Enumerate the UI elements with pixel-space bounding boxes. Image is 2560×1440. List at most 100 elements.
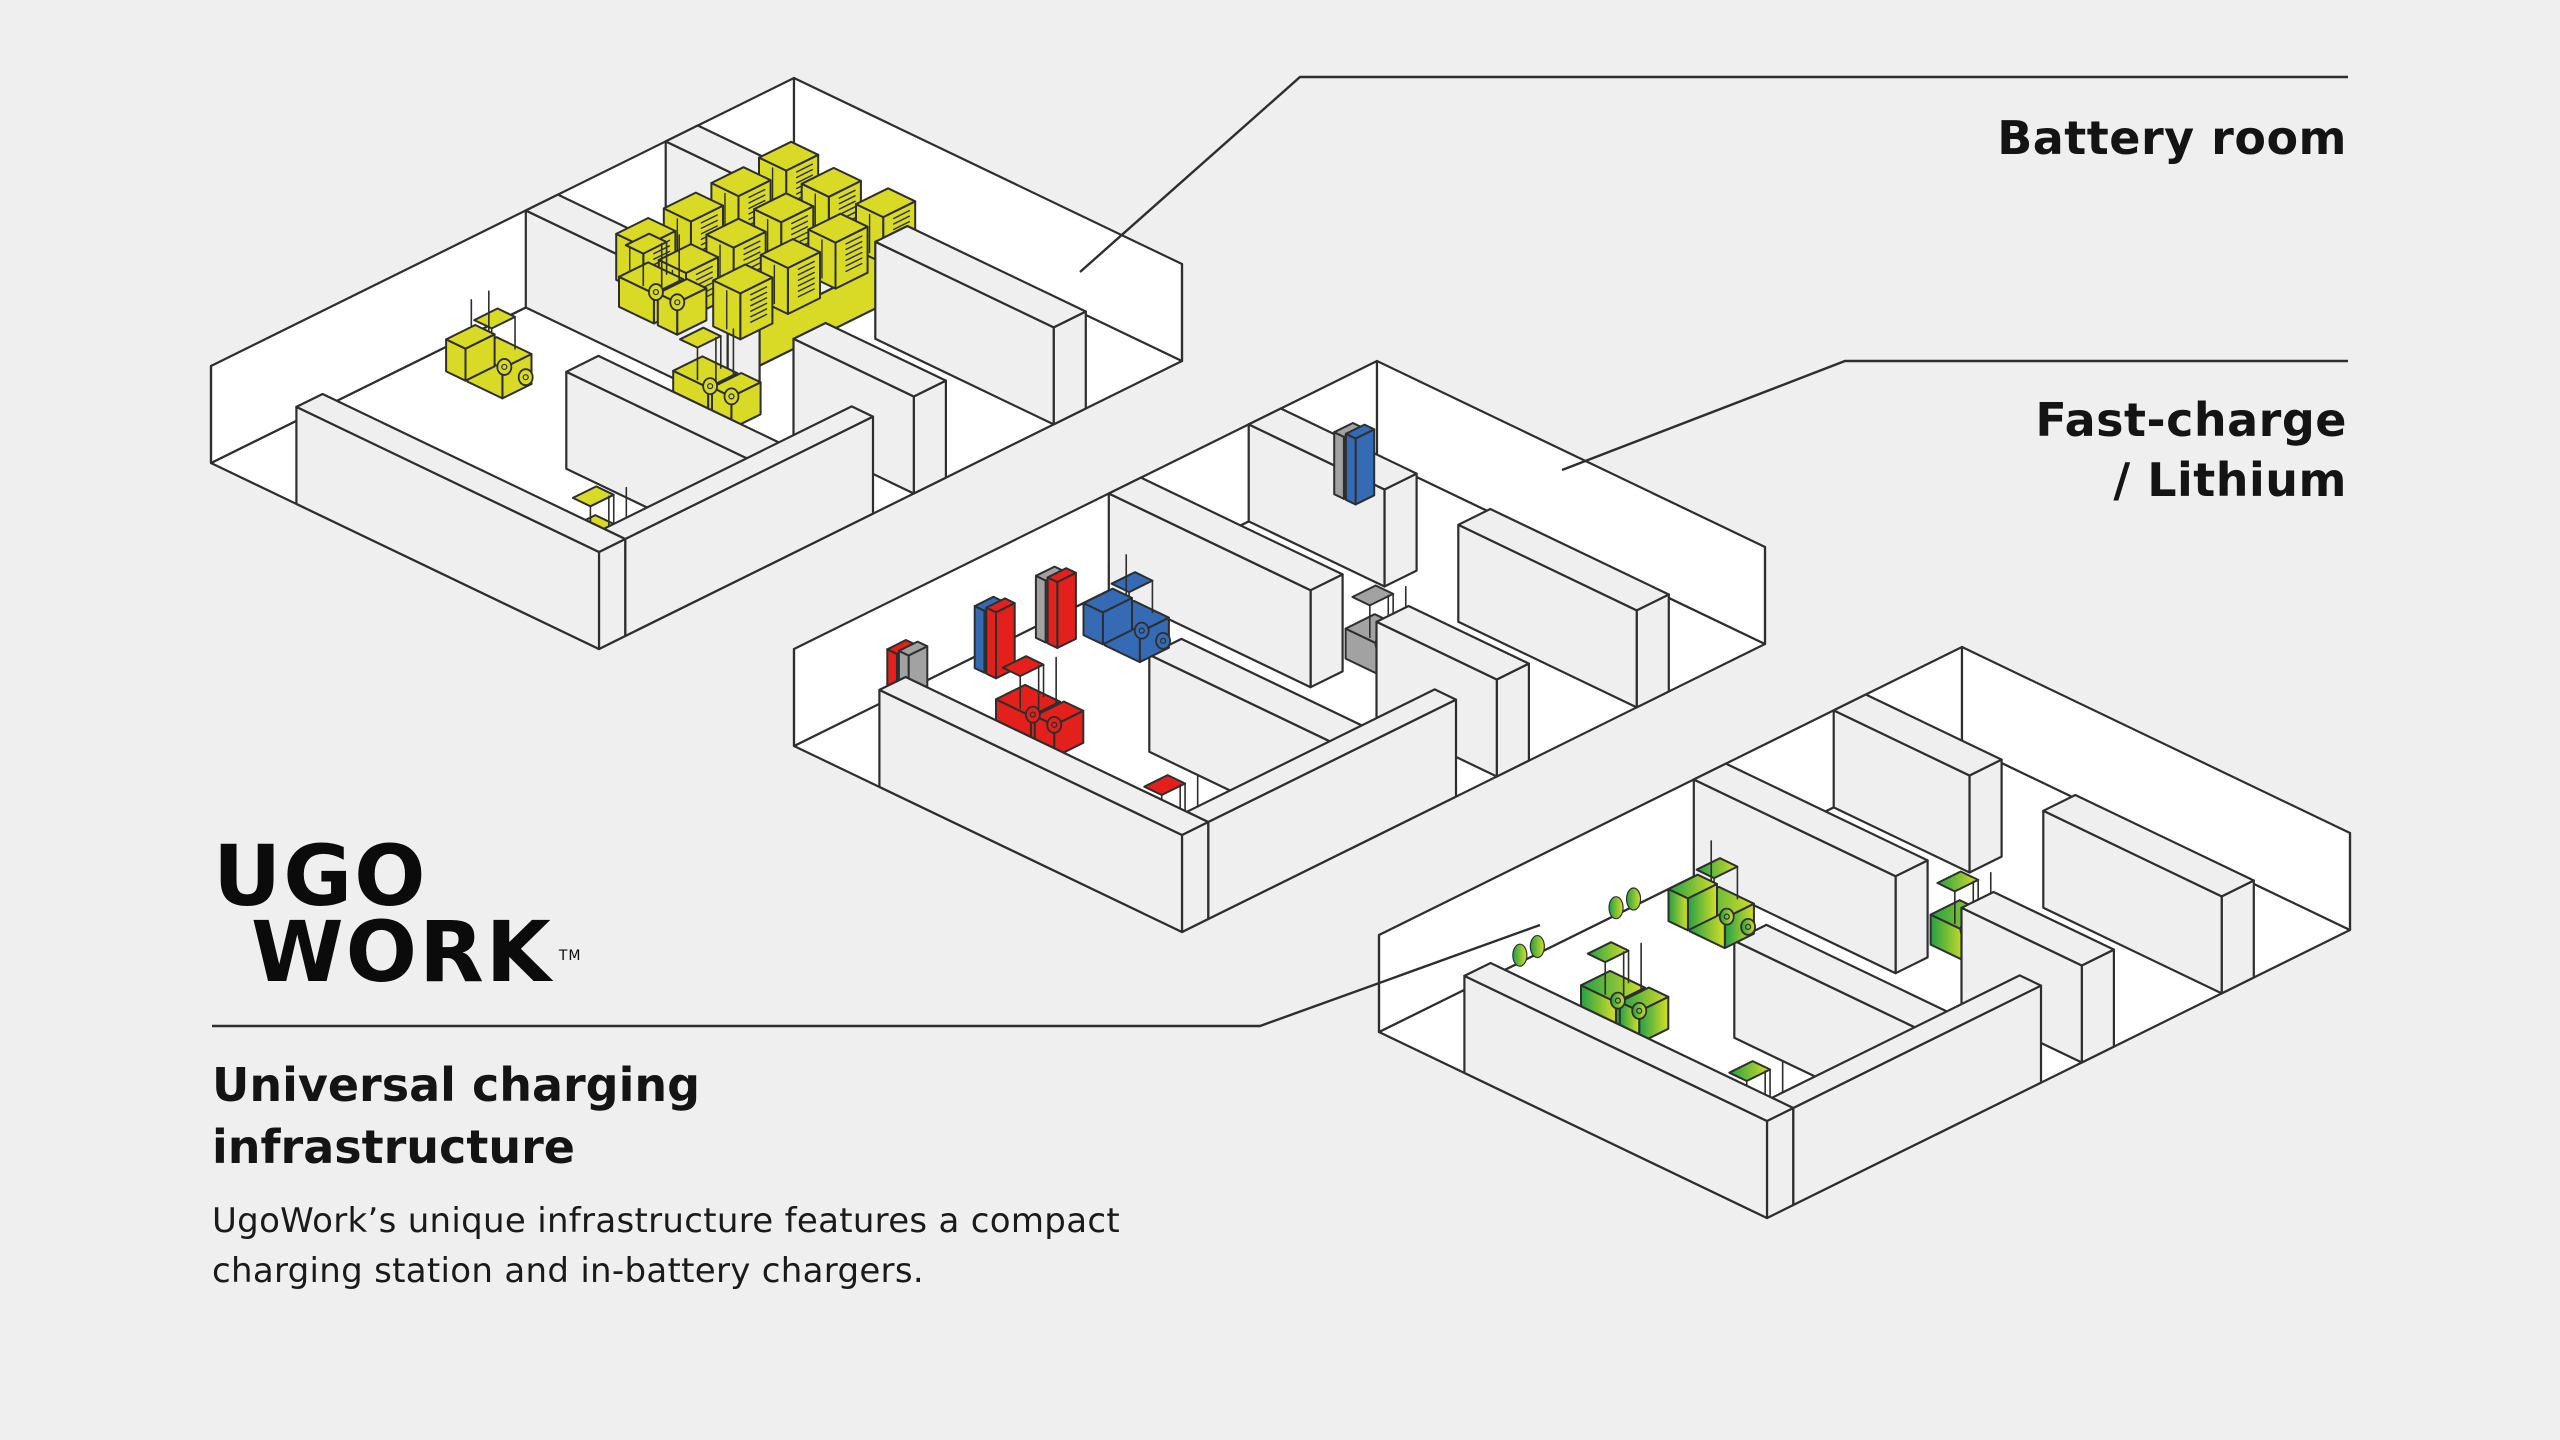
- warehouse-3: [1377, 645, 2352, 1220]
- forklift-hub: [728, 393, 735, 400]
- forklift-roof: [1728, 1060, 1772, 1082]
- charging-indicator-dot: [1608, 896, 1624, 920]
- fast-charge-label-line2: / Lithium: [2113, 453, 2347, 507]
- logo-word-work: WORK: [251, 903, 553, 1001]
- wall-face-long: [1765, 1106, 1795, 1220]
- charging-indicator-dot: [1512, 943, 1528, 967]
- battery-vent-line: [791, 215, 809, 225]
- block-top: [1046, 567, 1077, 583]
- forklift-cargo: [1082, 587, 1133, 646]
- forklift-hub: [1029, 711, 1036, 718]
- forklift-wheel: [669, 293, 686, 312]
- wall-top: [1463, 961, 1795, 1123]
- forklift-wheel: [1631, 1001, 1648, 1020]
- wall-face-long: [1894, 859, 1929, 975]
- block-face-left: [985, 606, 997, 680]
- wall-top: [1692, 762, 1929, 878]
- wall-top: [1832, 693, 2003, 777]
- warehouse-1: [209, 76, 1184, 651]
- rack-wall: [1692, 762, 1929, 975]
- universal-charging-leader-line: [212, 923, 1541, 1028]
- rack-wall: [1457, 507, 1670, 709]
- battery-unit-icon: [712, 263, 774, 341]
- battery-room-label-text: Battery room: [1997, 111, 2347, 165]
- forklift-roof: [624, 232, 668, 255]
- block-top: [985, 597, 1016, 614]
- wall-face-long: [2220, 879, 2255, 995]
- block-top: [759, 238, 821, 269]
- wall-face-long: [1495, 662, 1531, 778]
- forklift-hub: [1159, 637, 1167, 644]
- wall-top: [792, 321, 948, 398]
- block-top: [855, 187, 917, 219]
- wall-face-long: [2080, 948, 2115, 1064]
- forklift-wheel: [1609, 991, 1626, 1010]
- front-end-wall: [1463, 961, 1795, 1220]
- battery-vent-line: [797, 282, 815, 292]
- forklift-roof: [473, 307, 516, 330]
- wall-face-long: [1180, 820, 1210, 934]
- charging-cabinet-icon: [1034, 565, 1077, 649]
- cabinet-right: [1046, 567, 1077, 649]
- battery-vent-line: [845, 251, 863, 262]
- wall-top: [1375, 604, 1531, 681]
- block-face-left: [1344, 432, 1357, 506]
- battery-vent-line: [743, 240, 761, 250]
- logo-line-ugo: UGO: [213, 827, 428, 925]
- block-top: [710, 166, 772, 198]
- forklift-hub: [1614, 997, 1621, 1004]
- forklift-icon: [1667, 840, 1756, 950]
- battery-vent-line: [845, 235, 863, 245]
- battery-vent-line: [845, 257, 863, 267]
- front-end-wall: [878, 675, 1210, 934]
- block-top: [618, 261, 685, 295]
- battery-vent-line: [797, 277, 815, 287]
- block-face-left: [973, 605, 986, 674]
- forklift-wheel: [723, 387, 740, 406]
- charging-indicator-dot: [1625, 887, 1642, 911]
- battery-vent-line: [700, 219, 718, 229]
- block-top: [1082, 587, 1133, 614]
- forklift-wheel: [517, 368, 534, 387]
- block-top: [662, 191, 724, 223]
- forklift-cargo: [445, 324, 496, 382]
- forklift-wheel: [702, 377, 719, 396]
- rack-wall: [2042, 793, 2255, 995]
- block-top: [1580, 969, 1646, 1004]
- forklift-hub: [522, 374, 529, 381]
- forklift-icon: [618, 232, 708, 336]
- block-top: [705, 217, 767, 249]
- forklift-wheel: [1740, 917, 1756, 936]
- battery-vent-line: [797, 271, 815, 281]
- block-top: [753, 192, 815, 224]
- battery-vent-line: [797, 288, 815, 298]
- battery-vent-line: [750, 286, 768, 296]
- battery-vent-line: [892, 220, 911, 231]
- forklift-hub: [1723, 913, 1730, 920]
- forklift-roof: [1695, 857, 1739, 880]
- forklift-hub: [1051, 721, 1058, 728]
- info-body: UgoWork’s unique infrastructure features…: [212, 1201, 1120, 1291]
- forklift-wheel: [1024, 705, 1041, 724]
- battery-vent-line: [797, 266, 815, 276]
- cabinet-right: [985, 597, 1016, 680]
- battery-vent-line: [750, 297, 768, 307]
- wall-top: [1960, 890, 2115, 967]
- forklift-roof: [1351, 584, 1395, 607]
- wall-face-long: [1383, 472, 1418, 588]
- forklift-icon: [445, 290, 534, 400]
- battery-room-label: Battery room: [1997, 108, 2347, 168]
- battery-vent-line: [748, 188, 766, 199]
- forklift-wheel: [1133, 621, 1150, 640]
- forklift-hub: [501, 363, 508, 371]
- wall-face-long: [1309, 573, 1344, 689]
- battery-vent-line: [791, 220, 809, 230]
- block-face-left: [1046, 576, 1059, 649]
- fast-charge-leader-line: [1561, 359, 2348, 472]
- wall-face-long: [1968, 758, 2003, 874]
- battery-vent-line: [795, 174, 814, 184]
- block-face-left: [1034, 574, 1047, 644]
- wall-top: [878, 675, 1210, 837]
- wall-face-long: [912, 379, 948, 495]
